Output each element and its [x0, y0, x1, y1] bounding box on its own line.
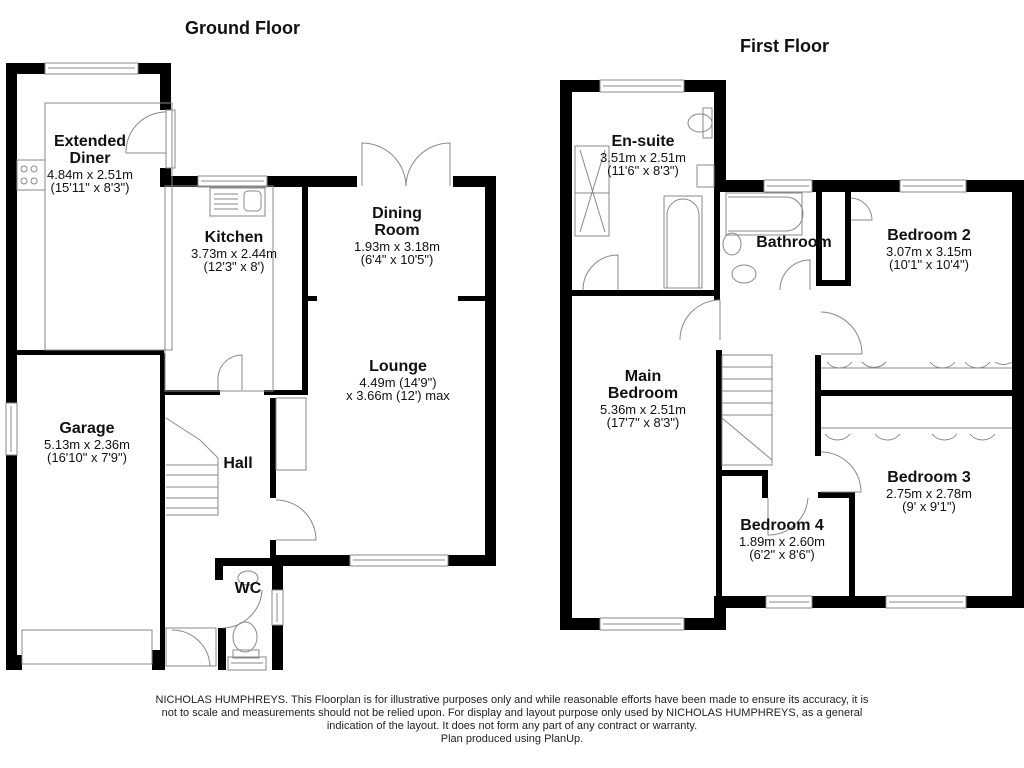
- disclaimer: NICHOLAS HUMPHREYS. This Floorplan is fo…: [0, 694, 1024, 746]
- room-dimensions-metric: 5.13m x 2.36m: [44, 436, 130, 452]
- room-name: Diner: [69, 149, 111, 167]
- disclaimer-line: NICHOLAS HUMPHREYS. This Floorplan is fo…: [155, 694, 869, 706]
- room-bedroom-4: Bedroom 4 1.89m x 2.60m (6'2" x 8'6"): [739, 517, 825, 563]
- room-name: Bedroom: [607, 384, 679, 402]
- room-dimensions-metric: 3.51m x 2.51m: [600, 149, 686, 165]
- room-dimensions-imperial: (10'1" x 10'4"): [889, 257, 969, 273]
- room-bedroom-3: Bedroom 3 2.75m x 2.78m (9' x 9'1"): [886, 469, 972, 515]
- ground-floor-inner-walls: [6, 186, 488, 565]
- room-name: Kitchen: [204, 229, 264, 246]
- room-dimensions-imperial: (6'2" x 8'6"): [749, 547, 815, 563]
- room-name: Garage: [59, 420, 115, 437]
- room-bedroom-2: Bedroom 2 3.07m x 3.15m (10'1" x 10'4"): [886, 227, 972, 273]
- first-floor-inner-walls: [572, 182, 1015, 598]
- ground-floor-plan: [5, 62, 496, 671]
- first-floor-title: First Floor: [740, 36, 829, 56]
- room-main-bedroom: Main Bedroom 5.36m x 2.51m (17'7" x 8'3"…: [600, 368, 686, 431]
- ground-floor-walls: [6, 63, 496, 670]
- first-floor-walls: [560, 80, 1024, 630]
- room-dimensions-metric: 1.93m x 3.18m: [354, 238, 440, 254]
- room-dimensions-metric: 3.73m x 2.44m: [191, 245, 277, 261]
- room-name: Bedroom 4: [740, 517, 824, 534]
- disclaimer-line: Plan produced using PlanUp.: [440, 733, 584, 745]
- room-dimensions-imperial: (16'10" x 7'9"): [47, 450, 127, 466]
- ground-floor-title: Ground Floor: [185, 18, 300, 38]
- room-name: Extended: [53, 133, 126, 150]
- room-name: Bathroom: [756, 234, 832, 251]
- first-floor-fixtures: [574, 107, 1013, 536]
- ground-floor-windows: [5, 62, 449, 671]
- room-dimensions-metric: 2.75m x 2.78m: [886, 485, 972, 501]
- room-name: Lounge: [369, 358, 427, 375]
- room-dimensions-imperial: (6'4" x 10'5"): [360, 252, 434, 268]
- room-name: En-suite: [611, 133, 675, 150]
- room-name: Room: [374, 221, 420, 239]
- room-wc: WC: [234, 580, 262, 598]
- first-floor-windows: [599, 79, 967, 631]
- room-dimensions-metric: 4.84m x 2.51m: [47, 166, 133, 182]
- disclaimer-line: indication of the layout. It does not fo…: [326, 720, 698, 732]
- first-floor-plan: [560, 79, 1024, 631]
- room-bathroom: Bathroom: [756, 234, 832, 252]
- room-name: Hall: [223, 455, 253, 472]
- room-dimensions-imperial: (12'3" x 8'): [203, 259, 265, 275]
- room-dimensions-imperial: (11'6" x 8'3"): [607, 163, 679, 179]
- room-dimensions-imperial: (15'11" x 8'3"): [50, 180, 130, 196]
- room-name: Bedroom 2: [887, 227, 971, 244]
- room-dining-room: Dining Room 1.93m x 3.18m (6'4" x 10'5"): [354, 205, 440, 268]
- room-lounge: Lounge 4.49m (14'9") x 3.66m (12') max: [346, 358, 450, 404]
- room-dimensions-imperial: (9' x 9'1"): [902, 499, 956, 515]
- disclaimer-line: not to scale and measurements should not…: [161, 707, 863, 719]
- room-extended-diner: Extended Diner 4.84m x 2.51m (15'11" x 8…: [47, 133, 133, 196]
- room-kitchen: Kitchen 3.73m x 2.44m (12'3" x 8'): [191, 229, 277, 275]
- room-dimensions-metric: 1.89m x 2.60m: [739, 533, 825, 549]
- room-name: Main: [624, 368, 662, 385]
- ground-floor-fixtures: [16, 102, 451, 667]
- room-dimensions-imperial: x 3.66m (12') max: [346, 388, 450, 404]
- room-name: Bedroom 3: [887, 469, 971, 486]
- room-dimensions-metric: 4.49m (14'9"): [359, 374, 437, 390]
- room-dimensions-metric: 5.36m x 2.51m: [600, 401, 686, 417]
- room-name: Dining: [372, 205, 422, 222]
- room-garage: Garage 5.13m x 2.36m (16'10" x 7'9"): [44, 420, 130, 466]
- room-dimensions-imperial: (17'7" x 8'3"): [606, 415, 680, 431]
- room-dimensions-metric: 3.07m x 3.15m: [886, 243, 972, 259]
- room-en-suite: En-suite 3.51m x 2.51m (11'6" x 8'3"): [600, 133, 686, 179]
- room-name: WC: [234, 580, 262, 597]
- room-hall: Hall: [223, 455, 253, 473]
